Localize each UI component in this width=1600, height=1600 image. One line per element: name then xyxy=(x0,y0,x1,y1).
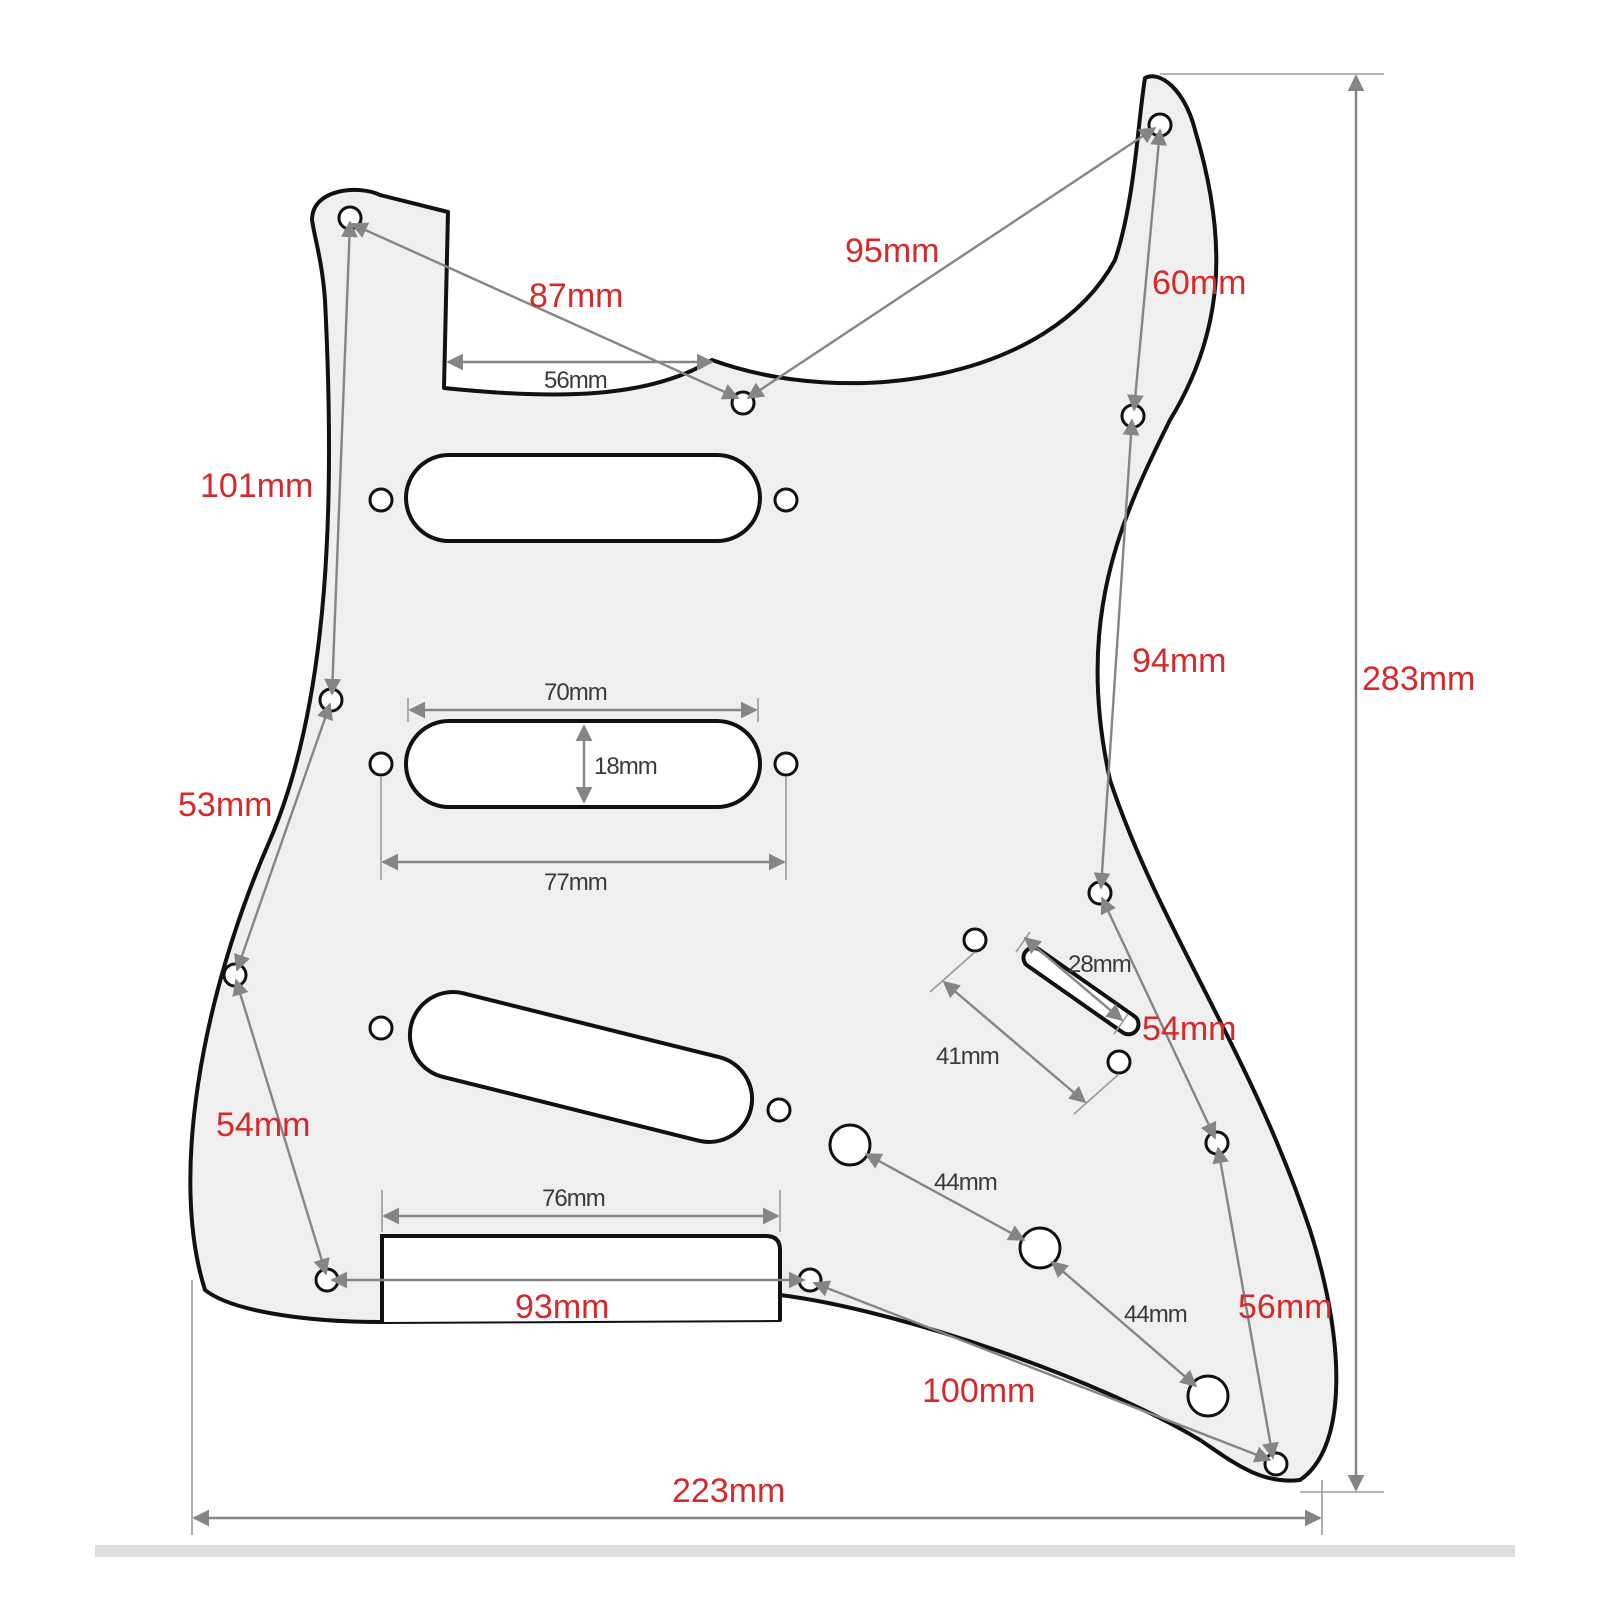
label-18mm: 18mm xyxy=(594,753,657,780)
label-53mm: 53mm xyxy=(178,786,272,824)
switch-mount-hole xyxy=(962,927,988,953)
control-hole-tone-1 xyxy=(1018,1226,1062,1270)
pickup-mount-hole xyxy=(773,751,799,777)
label-60mm: 60mm xyxy=(1152,264,1246,302)
label-100mm: 100mm xyxy=(922,1372,1035,1410)
screw-hole xyxy=(1263,1451,1289,1477)
screw-hole xyxy=(1204,1130,1230,1156)
label-87mm: 87mm xyxy=(529,277,623,315)
label-93mm: 93mm xyxy=(515,1288,609,1326)
label-94mm: 94mm xyxy=(1132,642,1226,680)
label-28mm: 28mm xyxy=(1068,951,1131,978)
label-101mm: 101mm xyxy=(200,467,313,505)
switch-mount-hole xyxy=(1106,1049,1132,1075)
pickup-slot-bridge xyxy=(407,990,755,1144)
pickup-mount-hole xyxy=(368,487,394,513)
pickup-mount-hole xyxy=(368,751,394,777)
label-76mm: 76mm xyxy=(542,1185,605,1212)
label-44mm-1: 44mm xyxy=(934,1169,997,1196)
control-hole-volume xyxy=(828,1123,872,1167)
label-56mm-right: 56mm xyxy=(1238,1288,1332,1326)
control-hole-tone-2 xyxy=(1186,1374,1230,1418)
screw-hole xyxy=(222,962,248,988)
baseline-shadow xyxy=(95,1545,1515,1557)
label-44mm-2: 44mm xyxy=(1124,1301,1187,1328)
pickup-slot-neck xyxy=(404,453,762,543)
label-56mm: 56mm xyxy=(544,367,607,394)
label-77mm: 77mm xyxy=(544,869,607,896)
label-283mm: 283mm xyxy=(1362,660,1475,698)
label-95mm: 95mm xyxy=(845,232,939,270)
dimension-lines xyxy=(191,73,1384,1535)
pickup-mount-hole xyxy=(766,1097,792,1123)
pickup-mount-hole xyxy=(773,487,799,513)
label-41mm: 41mm xyxy=(936,1043,999,1070)
label-54mm-right: 54mm xyxy=(1142,1010,1236,1048)
pickup-mount-hole xyxy=(368,1015,394,1041)
label-70mm: 70mm xyxy=(544,679,607,706)
label-223mm: 223mm xyxy=(672,1472,785,1510)
label-54mm-left: 54mm xyxy=(216,1106,310,1144)
